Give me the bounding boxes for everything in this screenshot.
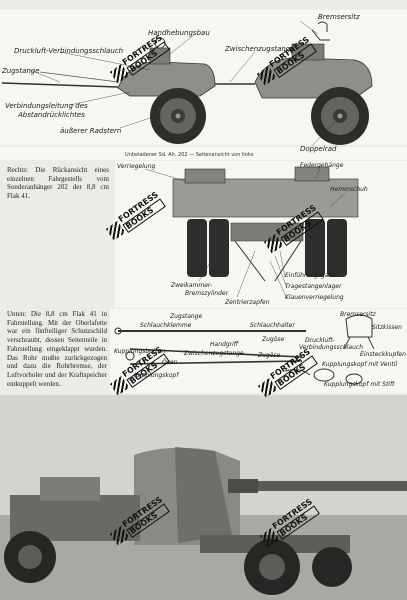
label-schlauchklemme: Schlauchklemme bbox=[140, 322, 192, 329]
label-zugstange: Zugstange bbox=[2, 67, 40, 75]
label-zweikammer: Zweikammer- bbox=[171, 282, 213, 289]
drawbar-parts-illustration bbox=[114, 314, 375, 385]
label-einsteckkupfen: Einsteckkupfen bbox=[360, 351, 406, 358]
label-verriegelung: Verriegelung bbox=[117, 163, 156, 170]
label-zwischenzugstange-part: Zwischenzugstange bbox=[184, 350, 244, 357]
label-hemmschuh: Hemmschuh bbox=[330, 186, 368, 193]
label-klauenverriegelung: Klauenverriegelung bbox=[285, 294, 344, 301]
label-verbindungsschlauch: Verbindungsschlauch bbox=[299, 344, 364, 351]
label-kupplungskopf-ventil: Kupplungskopf mit Ventil bbox=[322, 361, 398, 368]
side-view-drawing: Handhebungsbau Bremsersitz Druckluft-Ver… bbox=[0, 10, 407, 160]
trailer-side-illustration bbox=[0, 20, 407, 147]
label-druckluft-verbindungsschlauch: Druckluft-Verbindungsschlauch bbox=[14, 47, 124, 55]
flak-photo bbox=[0, 395, 407, 600]
chassis-rear-illustration bbox=[144, 166, 359, 300]
label-kupplungskopf: Kupplungskopf bbox=[134, 372, 179, 379]
label-bremszylinder: Bremszylinder bbox=[185, 290, 229, 297]
label-zugose-mid: Zugöse bbox=[258, 352, 281, 359]
label-bremsersitz-part: Bremsersitz bbox=[340, 311, 376, 318]
label-doppelrad: Doppelrad bbox=[300, 145, 337, 153]
label-kupplungskopf-stift: Kupplungskopf mit Stift bbox=[324, 381, 395, 388]
label-kupplungsbolzen: Kupplungsbolzen bbox=[114, 348, 166, 355]
label-aeusserer-radstern: äußerer Radstern bbox=[60, 127, 122, 135]
label-osen: Ösen bbox=[162, 359, 178, 366]
label-handhebungsbau: Handhebungsbau bbox=[148, 29, 210, 37]
caption-flak-travel: Unten: Die 8,8 cm Flak 41 in Fahrstellun… bbox=[7, 310, 107, 388]
label-tragestangenlager: Tragestangenlager bbox=[285, 283, 342, 290]
label-einfuehrungsgabel: Einführungsgabel bbox=[285, 272, 338, 279]
label-schlauchhalter: Schlauchhalter bbox=[250, 322, 295, 329]
flak-photo-rendering bbox=[0, 395, 407, 600]
label-federgehaenge: Federgehänge bbox=[300, 162, 344, 169]
label-abstandruecklicht: Abstandrücklichtes bbox=[18, 111, 85, 119]
label-zugose-top: Zugöse bbox=[262, 336, 285, 343]
label-verbindungsleitung: Verbindungsleitung des bbox=[5, 102, 88, 110]
drawbar-parts-drawing: Bremsersitz Sitzkissen Zugstange Schlauc… bbox=[110, 309, 407, 393]
caption-rear-view: Rechts: Die Rückansicht eines einzelnen … bbox=[7, 166, 109, 201]
label-zugstange-part: Zugstange bbox=[170, 313, 203, 320]
figure1-caption: Unbeladener Sd. Ah. 202 — Seitenansicht … bbox=[125, 152, 254, 158]
label-druckluft: Druckluft- bbox=[305, 337, 335, 344]
label-bremsersitz: Bremsersitz bbox=[318, 13, 360, 21]
rear-view-drawing: Verriegelung Federgehänge Hemmschuh Zwei… bbox=[115, 161, 407, 308]
label-zentrierzapfen: Zentrierzapfen bbox=[225, 299, 270, 306]
label-sitzkissen: Sitzkissen bbox=[372, 324, 402, 331]
label-zwischenzugstange: Zwischenzugstange bbox=[225, 45, 295, 53]
label-handgriff: Handgriff bbox=[210, 341, 239, 348]
